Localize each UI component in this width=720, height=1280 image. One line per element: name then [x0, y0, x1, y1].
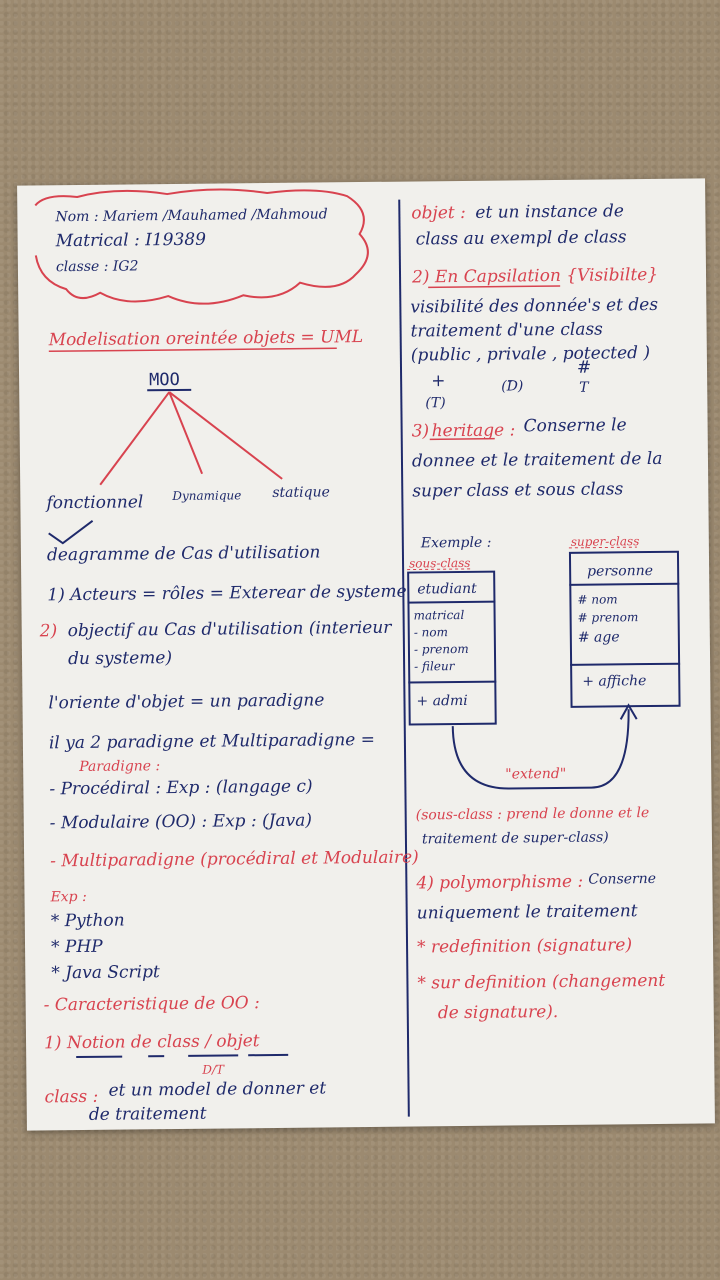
visibility-line-2: traitement d'une class — [410, 319, 603, 342]
heritage-num: 3) — [411, 421, 430, 442]
paradigne-label: Paradigne : — [79, 758, 161, 776]
extend-label: "extend" — [505, 765, 567, 783]
arrow-mark — [48, 520, 94, 545]
sous-class-note: (sous-class : prend le donne et le — [415, 805, 650, 824]
symbol-public: + — [431, 371, 446, 392]
objet-label: objet : — [411, 202, 466, 224]
super-class-label: super-class — [570, 534, 640, 549]
tree-root: MOO — [149, 369, 180, 391]
column-divider — [398, 199, 410, 1117]
encaps-underline — [428, 285, 561, 289]
notion-underline-3 — [188, 1054, 239, 1057]
class-name-etudiant: etudiant — [417, 580, 477, 598]
class-def-line-2: de traitement — [88, 1103, 207, 1125]
poly-def: Conserne — [588, 870, 657, 888]
diagram-title: deagramme de Cas d'utilisation — [46, 542, 321, 566]
vis-tt: T — [579, 379, 589, 396]
objectif-line-2: du systeme) — [67, 648, 173, 670]
exemple-label: Exemple : — [420, 534, 492, 552]
class-op: + admi — [416, 692, 468, 710]
surdefinition-line: * sur definition (changement — [417, 970, 666, 994]
sous-class-underline — [407, 568, 474, 571]
redefinition-line: * redefinition (signature) — [416, 935, 633, 958]
sous-class-note-2: traitement de super-class) — [421, 829, 609, 848]
paradigme-line: l'oriente d'objet = un paradigne — [48, 690, 325, 714]
tree-child-statique: statique — [272, 484, 330, 501]
header-cloud — [34, 188, 369, 305]
notebook-page: Nom : Mariem /Mauhamed /Mahmoud Matrical… — [17, 178, 715, 1131]
class-op: + affiche — [582, 673, 647, 690]
header-name: Nom : Mariem /Mauhamed /Mahmoud — [55, 206, 328, 226]
objectif-line: objectif au Cas d'utilisation (interieur — [67, 617, 392, 642]
surdefinition-line-2: de signature). — [437, 1002, 559, 1024]
heritage-def-3: super class et sous class — [412, 479, 624, 502]
super-class-underline — [568, 546, 637, 549]
header-classe: classe : IG2 — [55, 258, 139, 276]
page-title: Modelisation oreintée objets = UML — [48, 327, 364, 351]
modulaire-line: - Modulaire (OO) : Exp : (Java) — [49, 810, 313, 834]
class-def-line: et un model de donner et — [108, 1078, 327, 1101]
multi-line: - Multiparadigne (procédiral et Modulair… — [50, 847, 419, 872]
procedural-line: - Procédiral : Exp : (langage c) — [49, 776, 313, 800]
header-matricule: Matrical : I19389 — [55, 229, 207, 252]
encaps-title: 2) En Capsilation {Visibilte} — [411, 264, 659, 288]
title-underline — [48, 347, 337, 353]
extend-arrow — [451, 709, 630, 790]
notion-dt: D/T — [202, 1062, 225, 1077]
lang-php: * PHP — [50, 936, 103, 958]
heritage-def-2: donnee et le traitement de la — [411, 448, 663, 472]
tree-branch-mid — [168, 391, 204, 475]
acteurs-line: 1) Acteurs = rôles = Exterear de systeme — [47, 581, 407, 606]
poly-title: 4) polymorphisme : — [416, 871, 584, 894]
objectif-num: 2) — [39, 621, 58, 642]
class-name-personne: personne — [587, 562, 654, 580]
il-ya-line: il ya 2 paradigne et Multiparadigne = — [48, 729, 376, 754]
objet-def: et un instance de — [475, 201, 625, 223]
vis-d: (D) — [501, 378, 524, 395]
tree-branch-left — [99, 391, 171, 486]
page-drawings — [34, 188, 638, 1117]
notion-line: 1) Notion de class / objet — [43, 1031, 260, 1054]
symbol-protected: # — [576, 357, 592, 378]
tree-branch-right — [168, 391, 283, 480]
objet-def-2: class au exempl de class — [415, 227, 627, 250]
class-attr: - fileur — [414, 659, 455, 674]
class-attr: # age — [577, 629, 620, 646]
extend-arrowhead — [619, 703, 638, 720]
heritage-def: Conserne le — [523, 415, 627, 437]
caract-line: - Caracteristique de OO : — [43, 993, 260, 1016]
visibility-line-1: visibilité des donnée's et des — [410, 294, 659, 318]
heritage-underline — [429, 437, 495, 441]
exp-label: Exp : — [50, 888, 87, 906]
lang-javascript: * Java Script — [51, 962, 160, 984]
class-attr: # prenom — [577, 610, 639, 625]
heritage-title: heritage : — [431, 420, 516, 442]
lang-python: * Python — [50, 910, 125, 932]
poly-def-2: uniquement le traitement — [416, 901, 638, 924]
vis-t: (T) — [425, 395, 446, 412]
visibility-line-3: (public , privale , potected ) — [410, 343, 651, 366]
tree-child-fonctionnel: fonctionnel — [46, 492, 144, 514]
tree-child-dynamique: Dynamique — [172, 488, 242, 504]
